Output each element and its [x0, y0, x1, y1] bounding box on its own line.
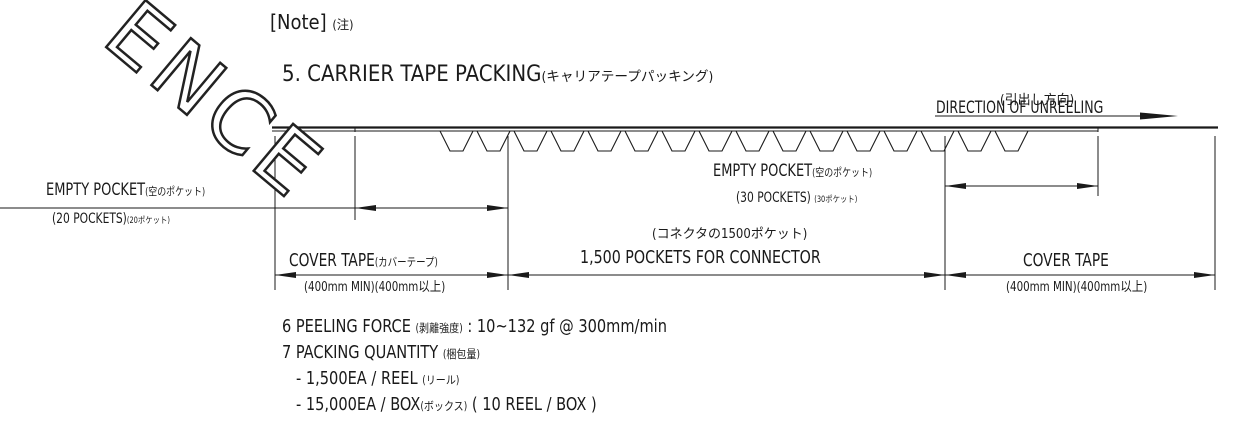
arrow-empty-left-b [487, 205, 508, 211]
quantity-per-reel: - 1,500EA / REEL (リール) [296, 368, 460, 389]
quantity-per-box: - 15,000EA / BOX(ボックス) ( 10 REEL / BOX ) [296, 394, 597, 415]
connector-label: 1,500 POCKETS FOR CONNECTOR [580, 247, 821, 268]
empty-pocket-right-count: (30 POCKETS) (30ポケット) [736, 190, 858, 206]
tape-pockets [439, 130, 1029, 152]
direction-jp: (引出し方向) [1000, 93, 1075, 108]
empty-pocket-left-label: EMPTY POCKET(空のポケット) [46, 180, 206, 200]
direction-label: DIRECTION OF UNREELING [936, 98, 1104, 118]
arrow-cover-right-a [945, 272, 966, 278]
arrow-empty-right-a [945, 183, 966, 189]
empty-pocket-right-label: EMPTY POCKET(空のポケット) [713, 161, 873, 181]
arrow-cover-right-b [1194, 272, 1215, 278]
arrow-empty-left-a [355, 205, 376, 211]
arrow-conn-b [924, 272, 945, 278]
empty-pocket-left-count: (20 POCKETS)(20ポケット) [52, 211, 170, 227]
arrow-cover-left-b [487, 272, 508, 278]
cover-tape-right-label: COVER TAPE [1023, 250, 1109, 271]
packing-quantity-line: 7 PACKING QUANTITY (梱包量) [282, 342, 480, 363]
section5-heading: 5. CARRIER TAPE PACKING(キャリアテープパッキング) [282, 62, 714, 87]
arrow-direction [1140, 112, 1178, 120]
connector-jp: (コネクタの1500ポケット) [652, 227, 808, 242]
cover-tape-left-length: (400mm MIN)(400mm以上) [304, 280, 446, 295]
cover-tape-right-length: (400mm MIN)(400mm以上) [1006, 280, 1148, 295]
arrow-conn-a [508, 272, 529, 278]
note-heading: [Note] (注) [270, 10, 354, 34]
peeling-force-line: 6 PEELING FORCE (剥離強度) : 10~132 gf @ 300… [282, 316, 667, 337]
arrow-empty-right-b [1077, 183, 1098, 189]
arrow-cover-left-a [275, 272, 296, 278]
cover-tape-left-label: COVER TAPE(カバーテープ) [289, 250, 438, 271]
